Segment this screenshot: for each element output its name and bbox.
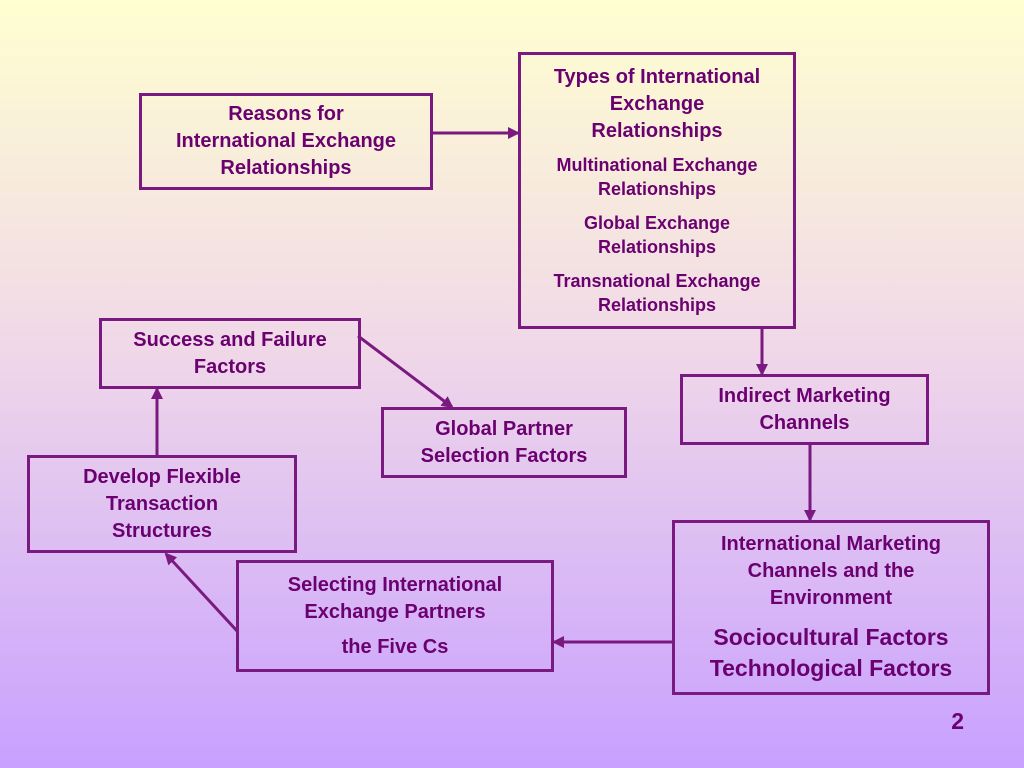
reasons-line-1: Reasons for — [228, 103, 344, 125]
develop-structures-box: Develop Flexible Transaction Structures — [27, 455, 297, 553]
indirect-line-2: Channels — [759, 411, 850, 434]
international-title-line-3: Environment — [769, 587, 893, 609]
selecting-subtitle: the Five Cs — [341, 635, 449, 658]
factor-technological: Technological Factors — [709, 655, 953, 681]
selecting-title: Selecting International Exchange Partner… — [288, 572, 502, 626]
success-failure-box: Success and Failure Factors — [99, 318, 361, 389]
types-item-global: Global Exchange Relationships — [584, 211, 730, 259]
types-item-3-line-1: Transnational Exchange — [553, 271, 761, 291]
global-partner-line-1: Global Partner — [435, 417, 573, 440]
indirect-line-1: Indirect Marketing — [718, 384, 891, 407]
types-item-2-line-2: Relationships — [597, 237, 716, 257]
international-factors: Sociocultural Factors Technological Fact… — [710, 622, 952, 684]
types-title-line-1: Types of International — [553, 66, 761, 88]
types-title: Types of International Exchange Relation… — [554, 64, 760, 145]
selecting-partners-box: Selecting International Exchange Partner… — [236, 560, 554, 672]
develop-line-3: Structures — [111, 519, 213, 542]
factor-sociocultural: Sociocultural Factors — [713, 624, 949, 650]
types-box: Types of International Exchange Relation… — [518, 52, 796, 329]
reasons-line-3: Relationships — [220, 157, 352, 179]
selecting-title-line-2: Exchange Partners — [304, 600, 486, 623]
global-partner-line-2: Selection Factors — [420, 444, 588, 467]
types-item-1-line-2: Relationships — [597, 179, 717, 199]
international-channels-box: International Marketing Channels and the… — [672, 520, 990, 695]
global-partner-box: Global Partner Selection Factors — [381, 407, 627, 478]
page-number: 2 — [951, 708, 964, 734]
types-item-transnational: Transnational Exchange Relationships — [553, 269, 760, 317]
international-title: International Marketing Channels and the… — [721, 531, 941, 612]
international-title-line-1: International Marketing — [720, 533, 942, 555]
international-title-line-2: Channels and the — [747, 560, 915, 582]
arrow-selecting-to-develop — [164, 552, 240, 634]
types-item-multinational: Multinational Exchange Relationships — [556, 153, 757, 201]
selecting-title-line-1: Selecting International — [287, 573, 503, 596]
types-item-3-line-2: Relationships — [597, 295, 717, 315]
reasons-line-2: International Exchange — [175, 130, 397, 152]
success-line-2: Factors — [193, 355, 267, 378]
success-line-1: Success and Failure — [133, 328, 327, 351]
types-title-line-3: Relationships — [591, 120, 723, 142]
indirect-channels-box: Indirect Marketing Channels — [680, 374, 929, 445]
develop-line-2: Transaction — [105, 492, 219, 515]
types-title-line-2: Exchange — [609, 93, 705, 115]
arrow-success-to-global-partner — [357, 334, 454, 409]
types-item-1-line-1: Multinational Exchange — [556, 155, 758, 175]
types-item-2-line-1: Global Exchange — [583, 213, 731, 233]
develop-line-1: Develop Flexible — [83, 465, 241, 488]
reasons-box: Reasons for International Exchange Relat… — [139, 93, 433, 190]
